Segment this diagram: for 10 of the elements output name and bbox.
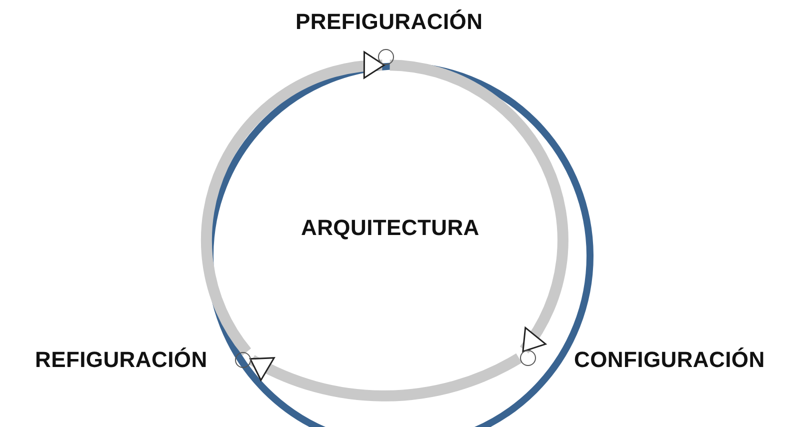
curved-arrow (201, 52, 385, 356)
small-circle (520, 350, 536, 366)
stage-label: REFIGURACIÓN (35, 347, 208, 373)
stage-label: PREFIGURACIÓN (296, 9, 483, 35)
small-circle (378, 49, 394, 65)
small-circle (235, 352, 251, 368)
curved-arrow (249, 353, 522, 402)
curved-arrow (389, 60, 568, 354)
stage-label: CONFIGURACIÓN (574, 347, 765, 373)
center-label: ARQUITECTURA (301, 215, 480, 241)
